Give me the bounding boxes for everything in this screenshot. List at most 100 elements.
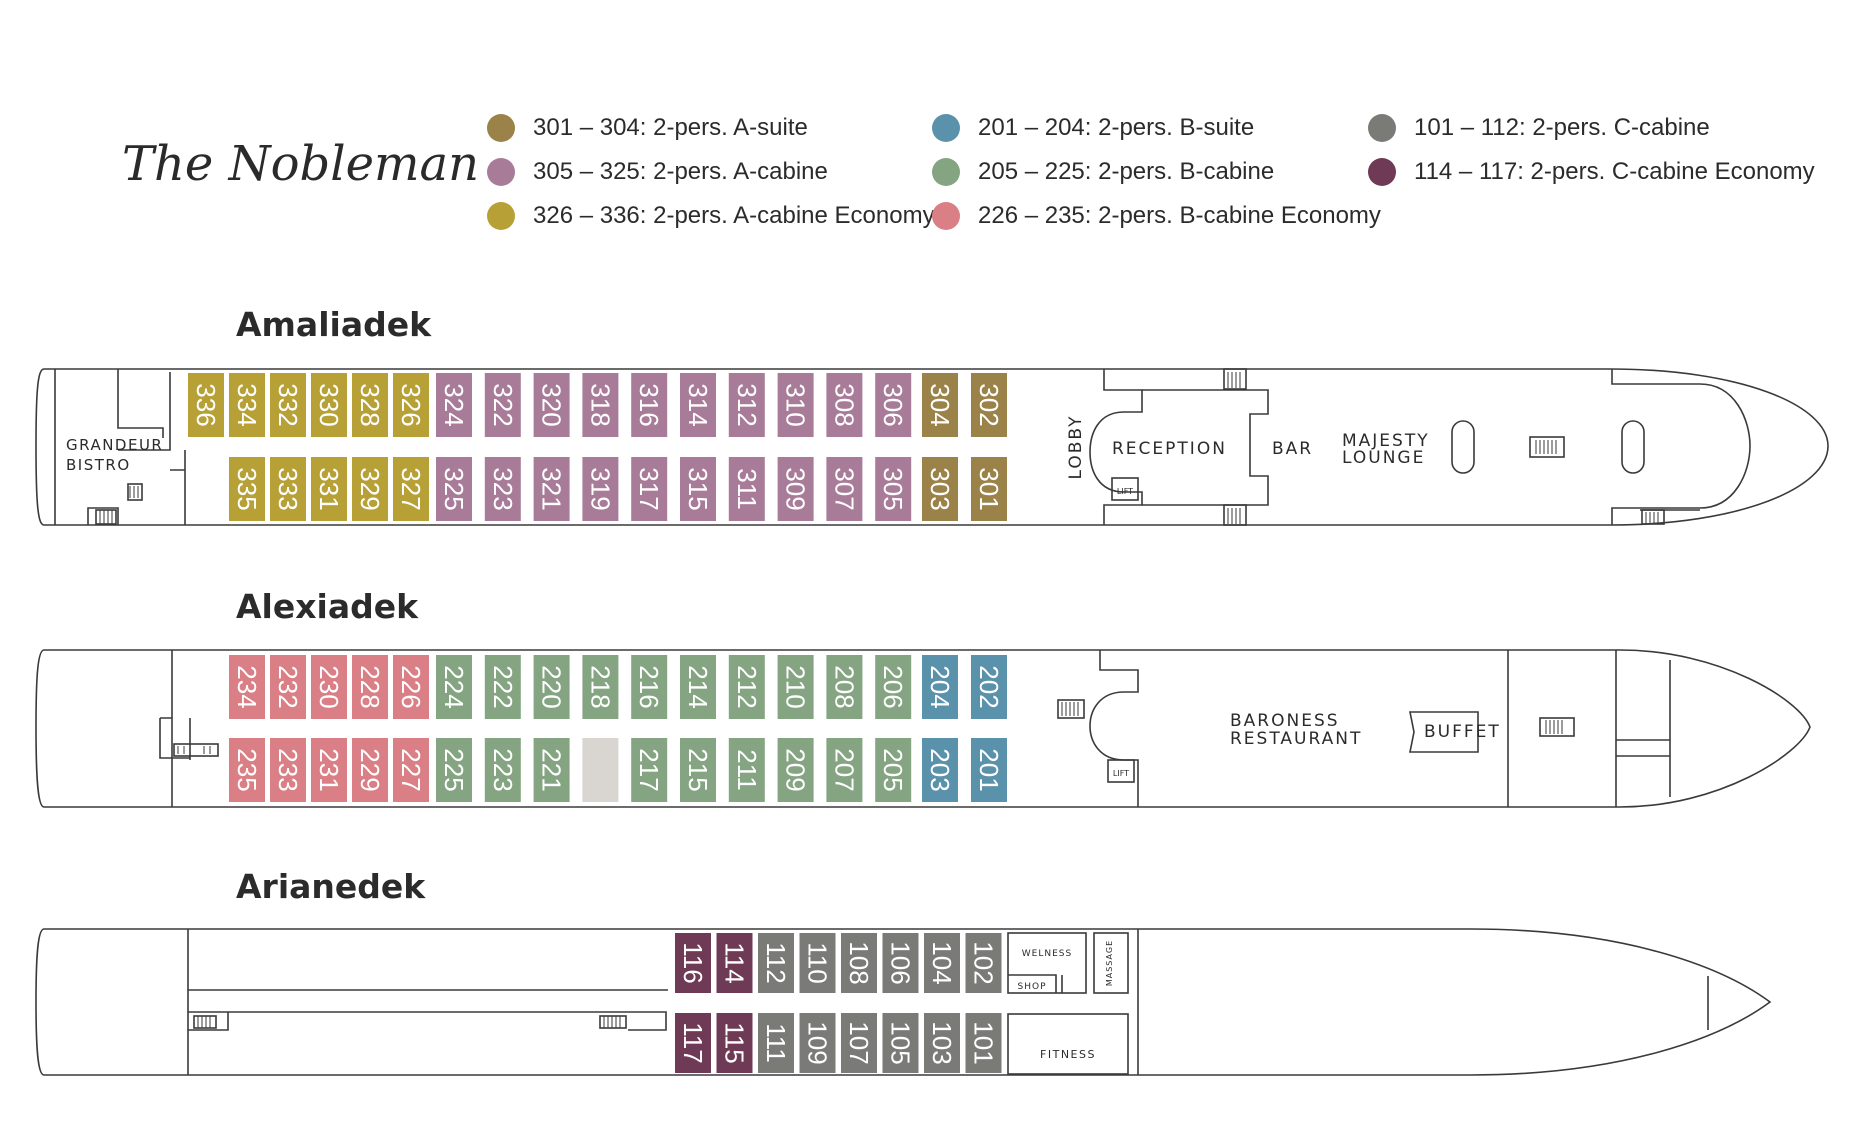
cabin-301[interactable] <box>971 457 1007 521</box>
cabin-103[interactable] <box>924 1013 960 1073</box>
cabin-233[interactable] <box>270 738 306 802</box>
cabin-328[interactable] <box>352 373 388 437</box>
cabin-114[interactable] <box>716 933 753 993</box>
cabin-number: 226 <box>396 665 426 708</box>
cabin-302[interactable] <box>971 373 1007 437</box>
cabin-311[interactable] <box>728 457 765 521</box>
cabin-number: 115 <box>720 1022 750 1063</box>
cabin-327[interactable] <box>393 457 429 521</box>
cabin-334[interactable] <box>229 373 265 437</box>
cabin-318[interactable] <box>582 373 619 437</box>
cabin-325[interactable] <box>436 457 472 521</box>
cabin-106[interactable] <box>882 933 919 993</box>
cabin-310[interactable] <box>777 373 814 437</box>
cabin-number: 329 <box>355 467 385 510</box>
cabin-209[interactable] <box>777 738 814 802</box>
cabin-102[interactable] <box>965 933 1002 993</box>
cabin-110[interactable] <box>799 933 836 993</box>
cabin-221[interactable] <box>533 738 570 802</box>
cabin-214[interactable] <box>680 655 716 719</box>
cabin-321[interactable] <box>533 457 570 521</box>
cabin-105[interactable] <box>882 1013 919 1073</box>
cabin-235[interactable] <box>229 738 265 802</box>
cabin-331[interactable] <box>311 457 347 521</box>
cabin-number: 331 <box>314 467 344 510</box>
cabin-218[interactable] <box>582 655 619 719</box>
cabin-333[interactable] <box>270 457 306 521</box>
cabin-306[interactable] <box>875 373 912 437</box>
cabin-312[interactable] <box>728 373 765 437</box>
cabin-316[interactable] <box>631 373 668 437</box>
cabin-205[interactable] <box>875 738 912 802</box>
cabin-201[interactable] <box>971 738 1007 802</box>
cabin-230[interactable] <box>311 655 347 719</box>
cabin-329[interactable] <box>352 457 388 521</box>
cabin-number: 204 <box>925 665 955 708</box>
cabin-226[interactable] <box>393 655 429 719</box>
cabin-330[interactable] <box>311 373 347 437</box>
cabin-223[interactable] <box>484 738 521 802</box>
cabin-115[interactable] <box>716 1013 753 1073</box>
cabin-314[interactable] <box>680 373 716 437</box>
cabin-309[interactable] <box>777 457 814 521</box>
cabin-303[interactable] <box>922 457 958 521</box>
cabin-215[interactable] <box>680 738 716 802</box>
cabin-212[interactable] <box>728 655 765 719</box>
cabin-326[interactable] <box>393 373 429 437</box>
cabin-228[interactable] <box>352 655 388 719</box>
cabin-231[interactable] <box>311 738 347 802</box>
cabin-number: 211 <box>732 749 762 790</box>
cabin-234[interactable] <box>229 655 265 719</box>
cabin-117[interactable] <box>675 1013 711 1073</box>
cabin-217[interactable] <box>631 738 668 802</box>
cabin-229[interactable] <box>352 738 388 802</box>
cabin-335[interactable] <box>229 457 265 521</box>
cabin-104[interactable] <box>924 933 960 993</box>
cabin-207[interactable] <box>826 738 863 802</box>
cabin-108[interactable] <box>841 933 877 993</box>
cabin-222[interactable] <box>484 655 521 719</box>
cabin-206[interactable] <box>875 655 912 719</box>
cabin-224[interactable] <box>436 655 472 719</box>
cabin-227[interactable] <box>393 738 429 802</box>
cabin-202[interactable] <box>971 655 1007 719</box>
cabin-305[interactable] <box>875 457 912 521</box>
cabin-number: 210 <box>781 665 811 708</box>
cabin-204[interactable] <box>922 655 958 719</box>
cabin-216[interactable] <box>631 655 668 719</box>
cabin-323[interactable] <box>484 457 521 521</box>
cabin-203[interactable] <box>922 738 958 802</box>
cabin-322[interactable] <box>484 373 521 437</box>
cabin-324[interactable] <box>436 373 472 437</box>
cabin-112[interactable] <box>758 933 794 993</box>
cabin-111[interactable] <box>758 1013 794 1073</box>
cabin-315[interactable] <box>680 457 716 521</box>
cabin-307[interactable] <box>826 457 863 521</box>
cabin-220[interactable] <box>533 655 570 719</box>
cabin-208[interactable] <box>826 655 863 719</box>
cabin-empty[interactable] <box>582 738 619 802</box>
cabin-225[interactable] <box>436 738 472 802</box>
cabin-319[interactable] <box>582 457 619 521</box>
cabin-109[interactable] <box>799 1013 836 1073</box>
cabin-308[interactable] <box>826 373 863 437</box>
cabin-211[interactable] <box>728 738 765 802</box>
bar-label: BAR <box>1272 439 1313 459</box>
cabin-332[interactable] <box>270 373 306 437</box>
cabin-320[interactable] <box>533 373 570 437</box>
legend-label: 226 – 235: 2-pers. B-cabine Economy <box>978 202 1381 229</box>
cabin-number: 228 <box>355 665 385 708</box>
cabin-107[interactable] <box>841 1013 877 1073</box>
legend-label: 326 – 336: 2-pers. A-cabine Economy <box>533 202 935 229</box>
cabin-210[interactable] <box>777 655 814 719</box>
cabin-317[interactable] <box>631 457 668 521</box>
cabin-number: 231 <box>314 748 344 791</box>
cabin-116[interactable] <box>675 933 711 993</box>
cabin-336[interactable] <box>188 373 224 437</box>
cabin-number: 207 <box>829 748 859 791</box>
cabin-101[interactable] <box>965 1013 1002 1073</box>
cabin-304[interactable] <box>922 373 958 437</box>
cabin-232[interactable] <box>270 655 306 719</box>
cabin-number: 109 <box>803 1021 833 1064</box>
